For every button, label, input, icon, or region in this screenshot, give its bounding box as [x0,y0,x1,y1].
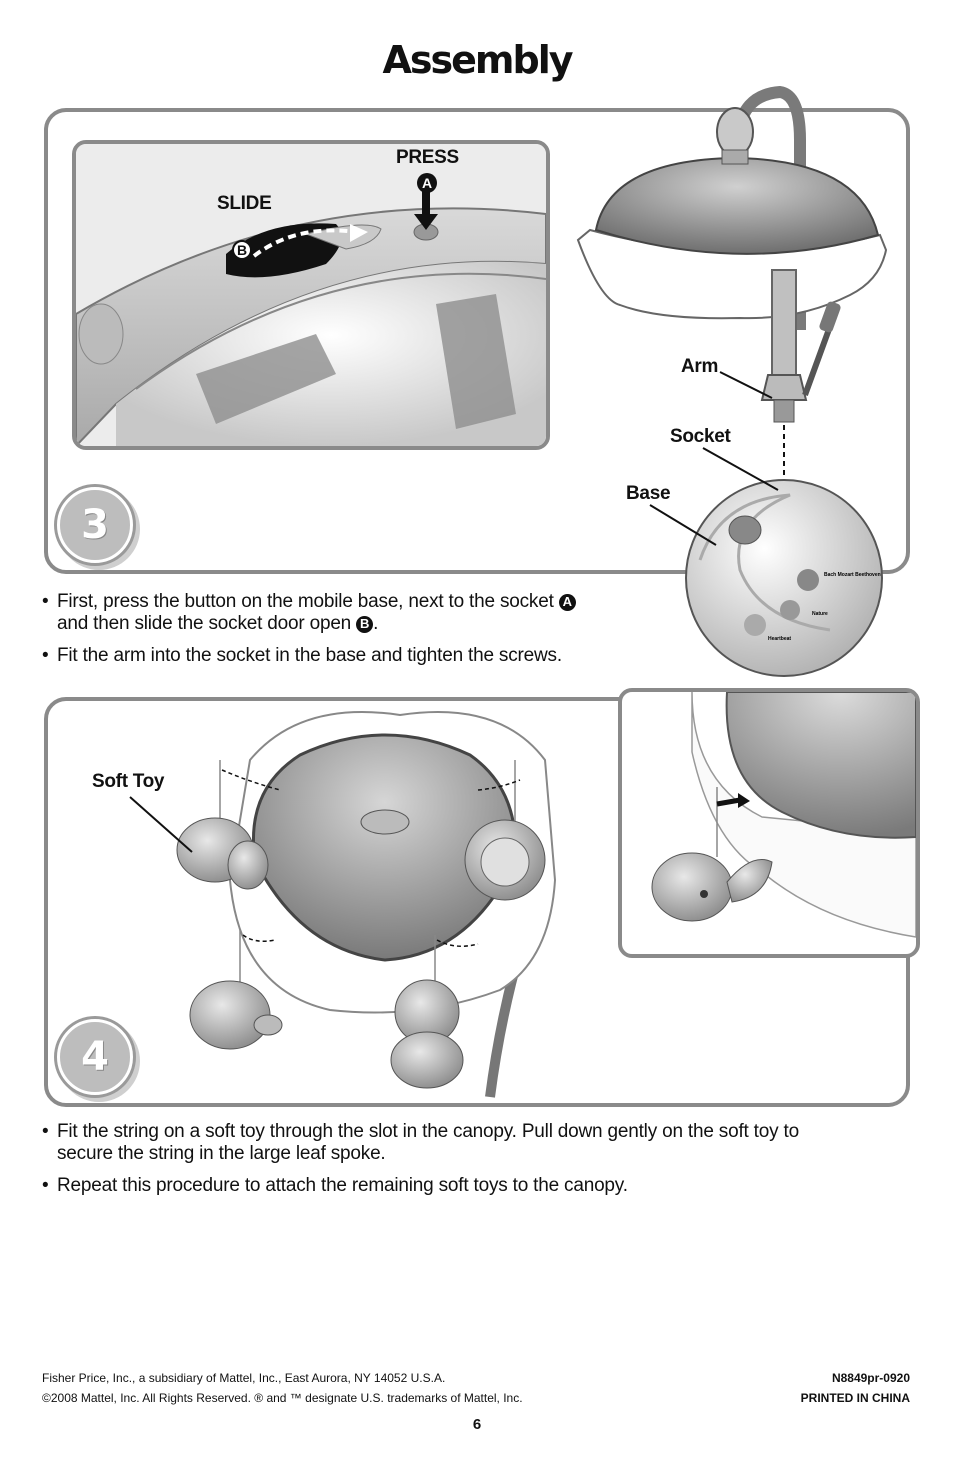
soft-toy-lion [464,760,546,901]
soft-toy-label: Soft Toy [92,771,165,792]
inline-badge-a: A [558,593,576,611]
canopy-closeup-illustration [651,692,916,938]
canopy-soft-toys-illustration [129,711,557,1098]
step-4-number: 4 [57,1019,133,1095]
footer-right: N8849pr-0920 PRINTED IN CHINA [801,1368,910,1408]
slide-label: SLIDE [217,193,272,214]
page-number: 6 [472,1416,482,1433]
step-3-bullet-1: First, press the button on the mobile ba… [42,591,642,635]
inline-badge-b: B [356,615,374,633]
base-closeup-illustration [76,144,546,446]
soft-toy-bird-1 [189,930,283,1050]
step-4-closeup-inset [618,688,920,958]
button-a-badge: A [417,173,437,193]
footer-copyright-line: ©2008 Mattel, Inc. All Rights Reserved. … [42,1391,523,1405]
step-3-bullet-2: Fit the arm into the socket in the base … [42,645,642,667]
button-b-badge: B [232,240,252,260]
footer-company-line: Fisher Price, Inc., a subsidiary of Matt… [42,1371,446,1385]
step-4-bullet-1: Fit the string on a soft toy through the… [42,1121,922,1165]
step-3-closeup-inset [72,140,550,450]
step-3-number: 3 [57,487,133,563]
base-label: Base [626,483,671,504]
step-4-bullet-2: Repeat this procedure to attach the rema… [42,1175,922,1197]
mobile-arm-base-illustration: Bach Mozart Beethoven Nature Heartbeat [576,85,888,677]
press-label: PRESS [396,147,459,168]
button-label-nature: Nature [812,611,828,617]
soft-toy-elephant [176,760,269,890]
arm-label: Arm [681,356,719,377]
footer-left: Fisher Price, Inc., a subsidiary of Matt… [42,1368,523,1408]
button-label-music: Bach Mozart Beethoven [824,572,881,578]
page-title: Assembly [382,38,573,82]
soft-toy-bear [390,935,464,1089]
socket-label: Socket [670,426,731,447]
footer-printed-in: PRINTED IN CHINA [800,1391,910,1405]
footer-part-number: N8849pr-0920 [831,1371,910,1385]
button-label-heartbeat: Heartbeat [768,636,791,642]
step-3-instructions: First, press the button on the mobile ba… [42,591,642,677]
step-4-instructions: Fit the string on a soft toy through the… [42,1121,922,1207]
